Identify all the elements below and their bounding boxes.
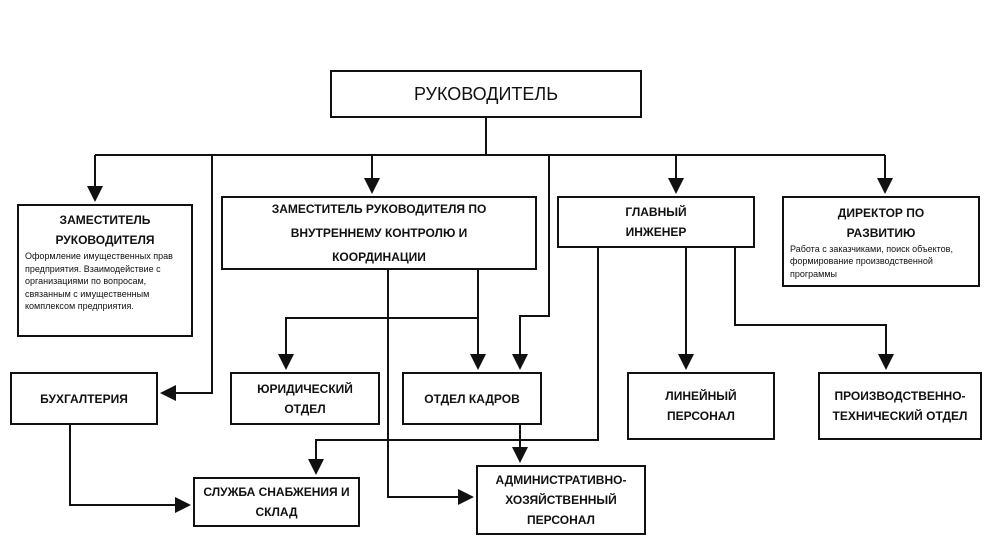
legal-box: ЮРИДИЧЕСКИЙ ОТДЕЛ bbox=[230, 366, 388, 425]
deputy-description: Оформление имущественных прав предприяти… bbox=[25, 251, 173, 311]
admin-title: АДМИНИСТРАТИВНО-ХОЗЯЙСТВЕННЫЙ ПЕРСОНАЛ bbox=[495, 473, 627, 527]
deputy-control-title: ЗАМЕСТИТЕЛЬ РУКОВОДИТЕЛЯ ПО ВНУТРЕННЕМУ … bbox=[271, 202, 487, 264]
supply-title: СЛУЖБА СНАБЖЕНИЯ И СКЛАД bbox=[203, 485, 350, 519]
accounting-box: БУХГАЛТЕРИЯ bbox=[10, 366, 166, 425]
accounting-title: БУХГАЛТЕРИЯ bbox=[40, 391, 128, 406]
dev-director-description: Работа с заказчиками, поиск объектов, фо… bbox=[790, 243, 953, 279]
line-staff-box: ЛИНЕЙНЫЙ ПЕРСОНАЛ bbox=[627, 366, 783, 440]
chief-engineer-title: ГЛАВНЫЙ ИНЖЕНЕР bbox=[625, 205, 687, 239]
dev-director-title: ДИРЕКТОР ПО РАЗВИТИЮ bbox=[837, 205, 925, 240]
director-title: РУКОВОДИТЕЛЬ bbox=[413, 84, 559, 104]
legal-title: ЮРИДИЧЕСКИЙ ОТДЕЛ bbox=[257, 381, 353, 416]
deputy-control-box: ЗАМЕСТИТЕЛЬ РУКОВОДИТЕЛЯ ПО ВНУТРЕННЕМУ … bbox=[221, 190, 545, 270]
hr-box: ОТДЕЛ КАДРОВ bbox=[402, 366, 550, 425]
prod-tech-box: ПРОИЗВОДСТВЕННО-ТЕХНИЧЕСКИЙ ОТДЕЛ bbox=[818, 366, 990, 440]
director-box: РУКОВОДИТЕЛЬ bbox=[330, 64, 650, 118]
prod-tech-title: ПРОИЗВОДСТВЕННО-ТЕХНИЧЕСКИЙ ОТДЕЛ bbox=[832, 389, 968, 423]
deputy-title: ЗАМЕСТИТЕЛЬ РУКОВОДИТЕЛЯ bbox=[55, 213, 155, 247]
hr-title: ОТДЕЛ КАДРОВ bbox=[424, 391, 520, 406]
line-staff-title: ЛИНЕЙНЫЙ ПЕРСОНАЛ bbox=[665, 389, 737, 423]
admin-box: АДМИНИСТРАТИВНО-ХОЗЯЙСТВЕННЫЙ ПЕРСОНАЛ bbox=[476, 459, 654, 535]
chief-engineer-box: ГЛАВНЫЙ ИНЖЕНЕР bbox=[557, 190, 763, 248]
supply-box: СЛУЖБА СНАБЖЕНИЯ И СКЛАД bbox=[193, 471, 368, 527]
deputy-box: ЗАМЕСТИТЕЛЬ РУКОВОДИТЕЛЯ Оформление имуще… bbox=[17, 198, 201, 337]
